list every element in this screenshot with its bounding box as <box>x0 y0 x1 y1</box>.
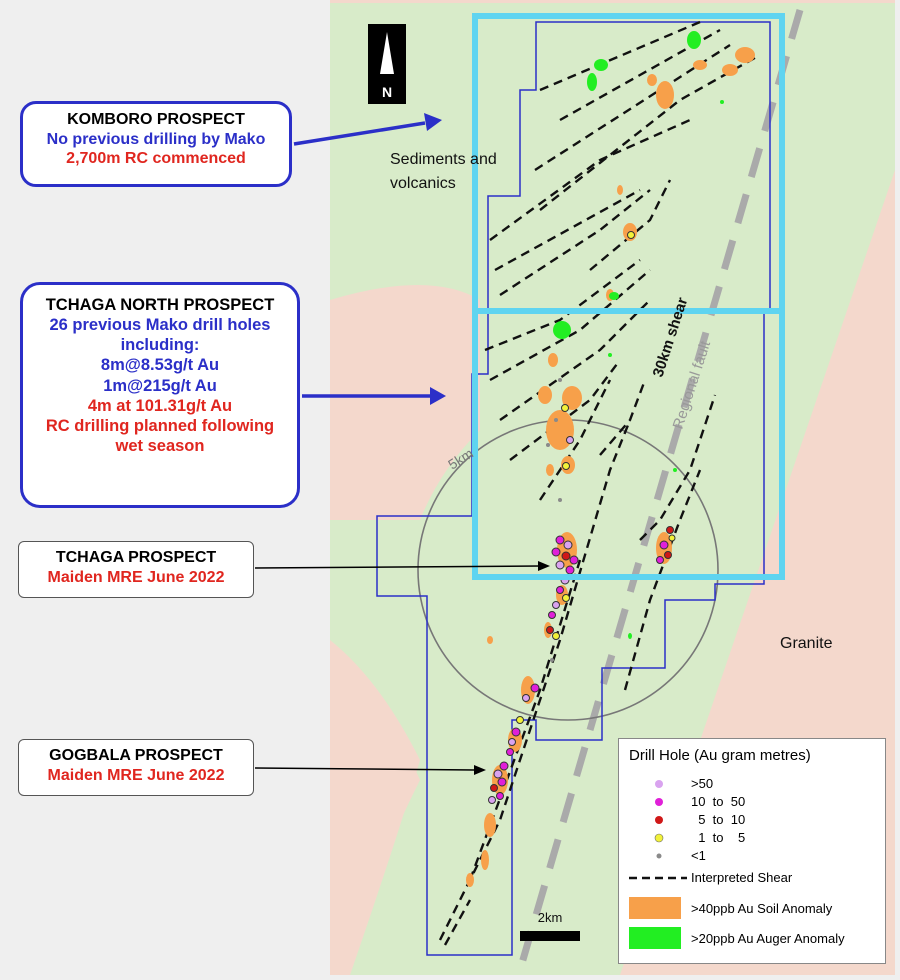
tchaga-north-line: RC drilling planned following <box>45 416 275 435</box>
legend-label: 5 to 10 <box>691 812 746 827</box>
auger-anomalies <box>553 31 724 639</box>
legend-dot-icon <box>655 816 663 824</box>
legend-label: >50 <box>691 776 714 791</box>
granite-lobe-west <box>330 285 480 520</box>
legend-title: Drill Hole (Au gram metres) <box>629 747 811 764</box>
gogbala-title: GOGBALA PROSPECT <box>49 747 223 764</box>
callout-arrows <box>254 113 550 775</box>
tchaga-north-title: TCHAGA NORTH PROSPECT <box>45 296 275 314</box>
komboro-line1: No previous drilling by Mako <box>46 130 266 148</box>
north-label: N <box>382 84 392 100</box>
legend-item: 1 to 5 <box>619 829 885 847</box>
legend-item: >50 <box>619 775 885 793</box>
komboro-line2: 2,700m RC commenced <box>66 150 246 168</box>
legend-label: >20ppb Au Auger Anomaly <box>691 931 845 946</box>
tchaga-title: TCHAGA PROSPECT <box>55 549 217 566</box>
komboro-title: KOMBORO PROSPECT <box>67 111 245 128</box>
soil-swatch-icon <box>629 897 681 919</box>
legend-label: >40ppb Au Soil Anomaly <box>691 901 833 916</box>
sediments-label-line1: Sediments and <box>390 151 497 168</box>
tenement-boundary <box>376 21 771 956</box>
north-arrow <box>368 24 406 104</box>
legend-auger: >20ppb Au Auger Anomaly <box>619 927 885 951</box>
drill-holes <box>488 231 676 804</box>
legend-dot-icon <box>656 853 662 859</box>
sediments-area-west <box>330 3 480 300</box>
tchaga-callout: TCHAGA PROSPECT Maiden MRE June 2022 <box>18 541 254 598</box>
gogbala-callout: GOGBALA PROSPECT Maiden MRE June 2022 <box>18 739 254 796</box>
auger-swatch-icon <box>629 927 681 949</box>
granite-lobe-southwest <box>330 640 420 975</box>
tchaga-north-line: 1m@215g/t Au <box>103 376 217 395</box>
tchaga-north-line: wet season <box>115 436 205 455</box>
legend-dot-icon <box>655 798 663 806</box>
tchaga-subtitle: Maiden MRE June 2022 <box>47 568 225 586</box>
legend-label: 10 to 50 <box>691 794 746 809</box>
legend-item: <1 <box>619 847 885 865</box>
regional-fault-line <box>516 9 804 971</box>
scale-bar <box>520 931 580 941</box>
scale-bar-label: 2km <box>538 910 563 925</box>
komboro-callout: KOMBORO PROSPECT No previous drilling by… <box>20 101 292 187</box>
legend-dot-icon <box>654 833 664 843</box>
tchaga-north-prospect-box <box>472 308 785 580</box>
legend-item: 10 to 50 <box>619 793 885 811</box>
legend-dot-icon <box>655 780 663 788</box>
legend-shear: Interpreted Shear <box>619 869 885 887</box>
map-legend: Drill Hole (Au gram metres) >50 10 to 50… <box>618 738 886 964</box>
tchaga-north-line: including: <box>120 336 200 355</box>
tchaga-north-line: 8m@8.53g/t Au <box>100 356 220 375</box>
legend-item: 5 to 10 <box>619 811 885 829</box>
tchaga-north-line: 4m at 101.31g/t Au <box>87 396 233 415</box>
gogbala-subtitle: Maiden MRE June 2022 <box>47 766 225 784</box>
legend-label: Interpreted Shear <box>691 870 793 885</box>
sediments-label-line2: volcanics <box>390 175 456 192</box>
legend-soil: >40ppb Au Soil Anomaly <box>619 897 885 921</box>
legend-label: 1 to 5 <box>691 830 746 845</box>
tchaga-north-line: 26 previous Mako drill holes <box>49 316 271 335</box>
legend-label: <1 <box>691 848 706 863</box>
tchaga-north-callout: TCHAGA NORTH PROSPECT 26 previous Mako d… <box>20 282 300 508</box>
granite-label: Granite <box>780 635 833 652</box>
